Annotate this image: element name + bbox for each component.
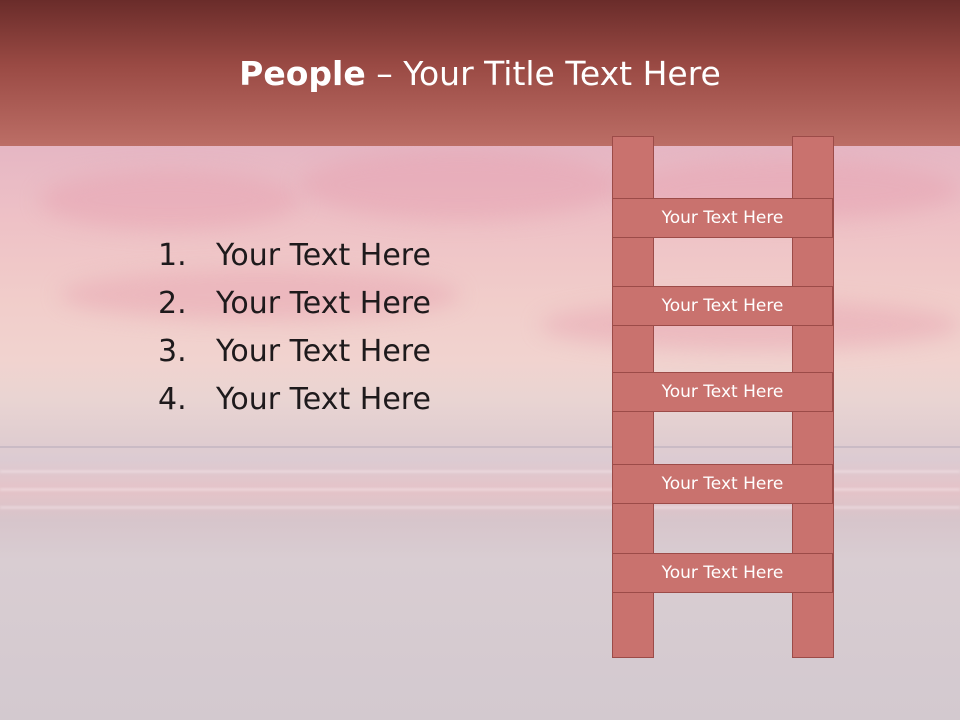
list-item: 2. Your Text Here xyxy=(158,280,578,328)
list-number: 2. xyxy=(158,286,187,321)
ladder-rung-4: Your Text Here xyxy=(612,464,833,504)
list-item: 3. Your Text Here xyxy=(158,328,578,376)
ladder-diagram: Your Text Here Your Text Here Your Text … xyxy=(612,136,834,658)
title-rest: – Your Title Text Here xyxy=(365,54,721,93)
ladder-rung-5: Your Text Here xyxy=(612,553,833,593)
list-number: 3. xyxy=(158,334,187,369)
numbered-list: 1. Your Text Here 2. Your Text Here 3. Your… xyxy=(158,232,578,424)
list-text: Your Text Here xyxy=(216,382,431,417)
list-number: 1. xyxy=(158,238,187,273)
list-text: Your Text Here xyxy=(216,238,431,273)
ladder-rung-2: Your Text Here xyxy=(612,286,833,326)
list-text: Your Text Here xyxy=(216,286,431,321)
slide-title: People – Your Title Text Here xyxy=(0,54,960,93)
list-number: 4. xyxy=(158,382,187,417)
ladder-rung-1: Your Text Here xyxy=(612,198,833,238)
list-item: 4. Your Text Here xyxy=(158,376,578,424)
ladder-rung-3: Your Text Here xyxy=(612,372,833,412)
list-item: 1. Your Text Here xyxy=(158,232,578,280)
title-bar xyxy=(0,0,960,146)
title-bold: People xyxy=(239,54,366,93)
list-text: Your Text Here xyxy=(216,334,431,369)
